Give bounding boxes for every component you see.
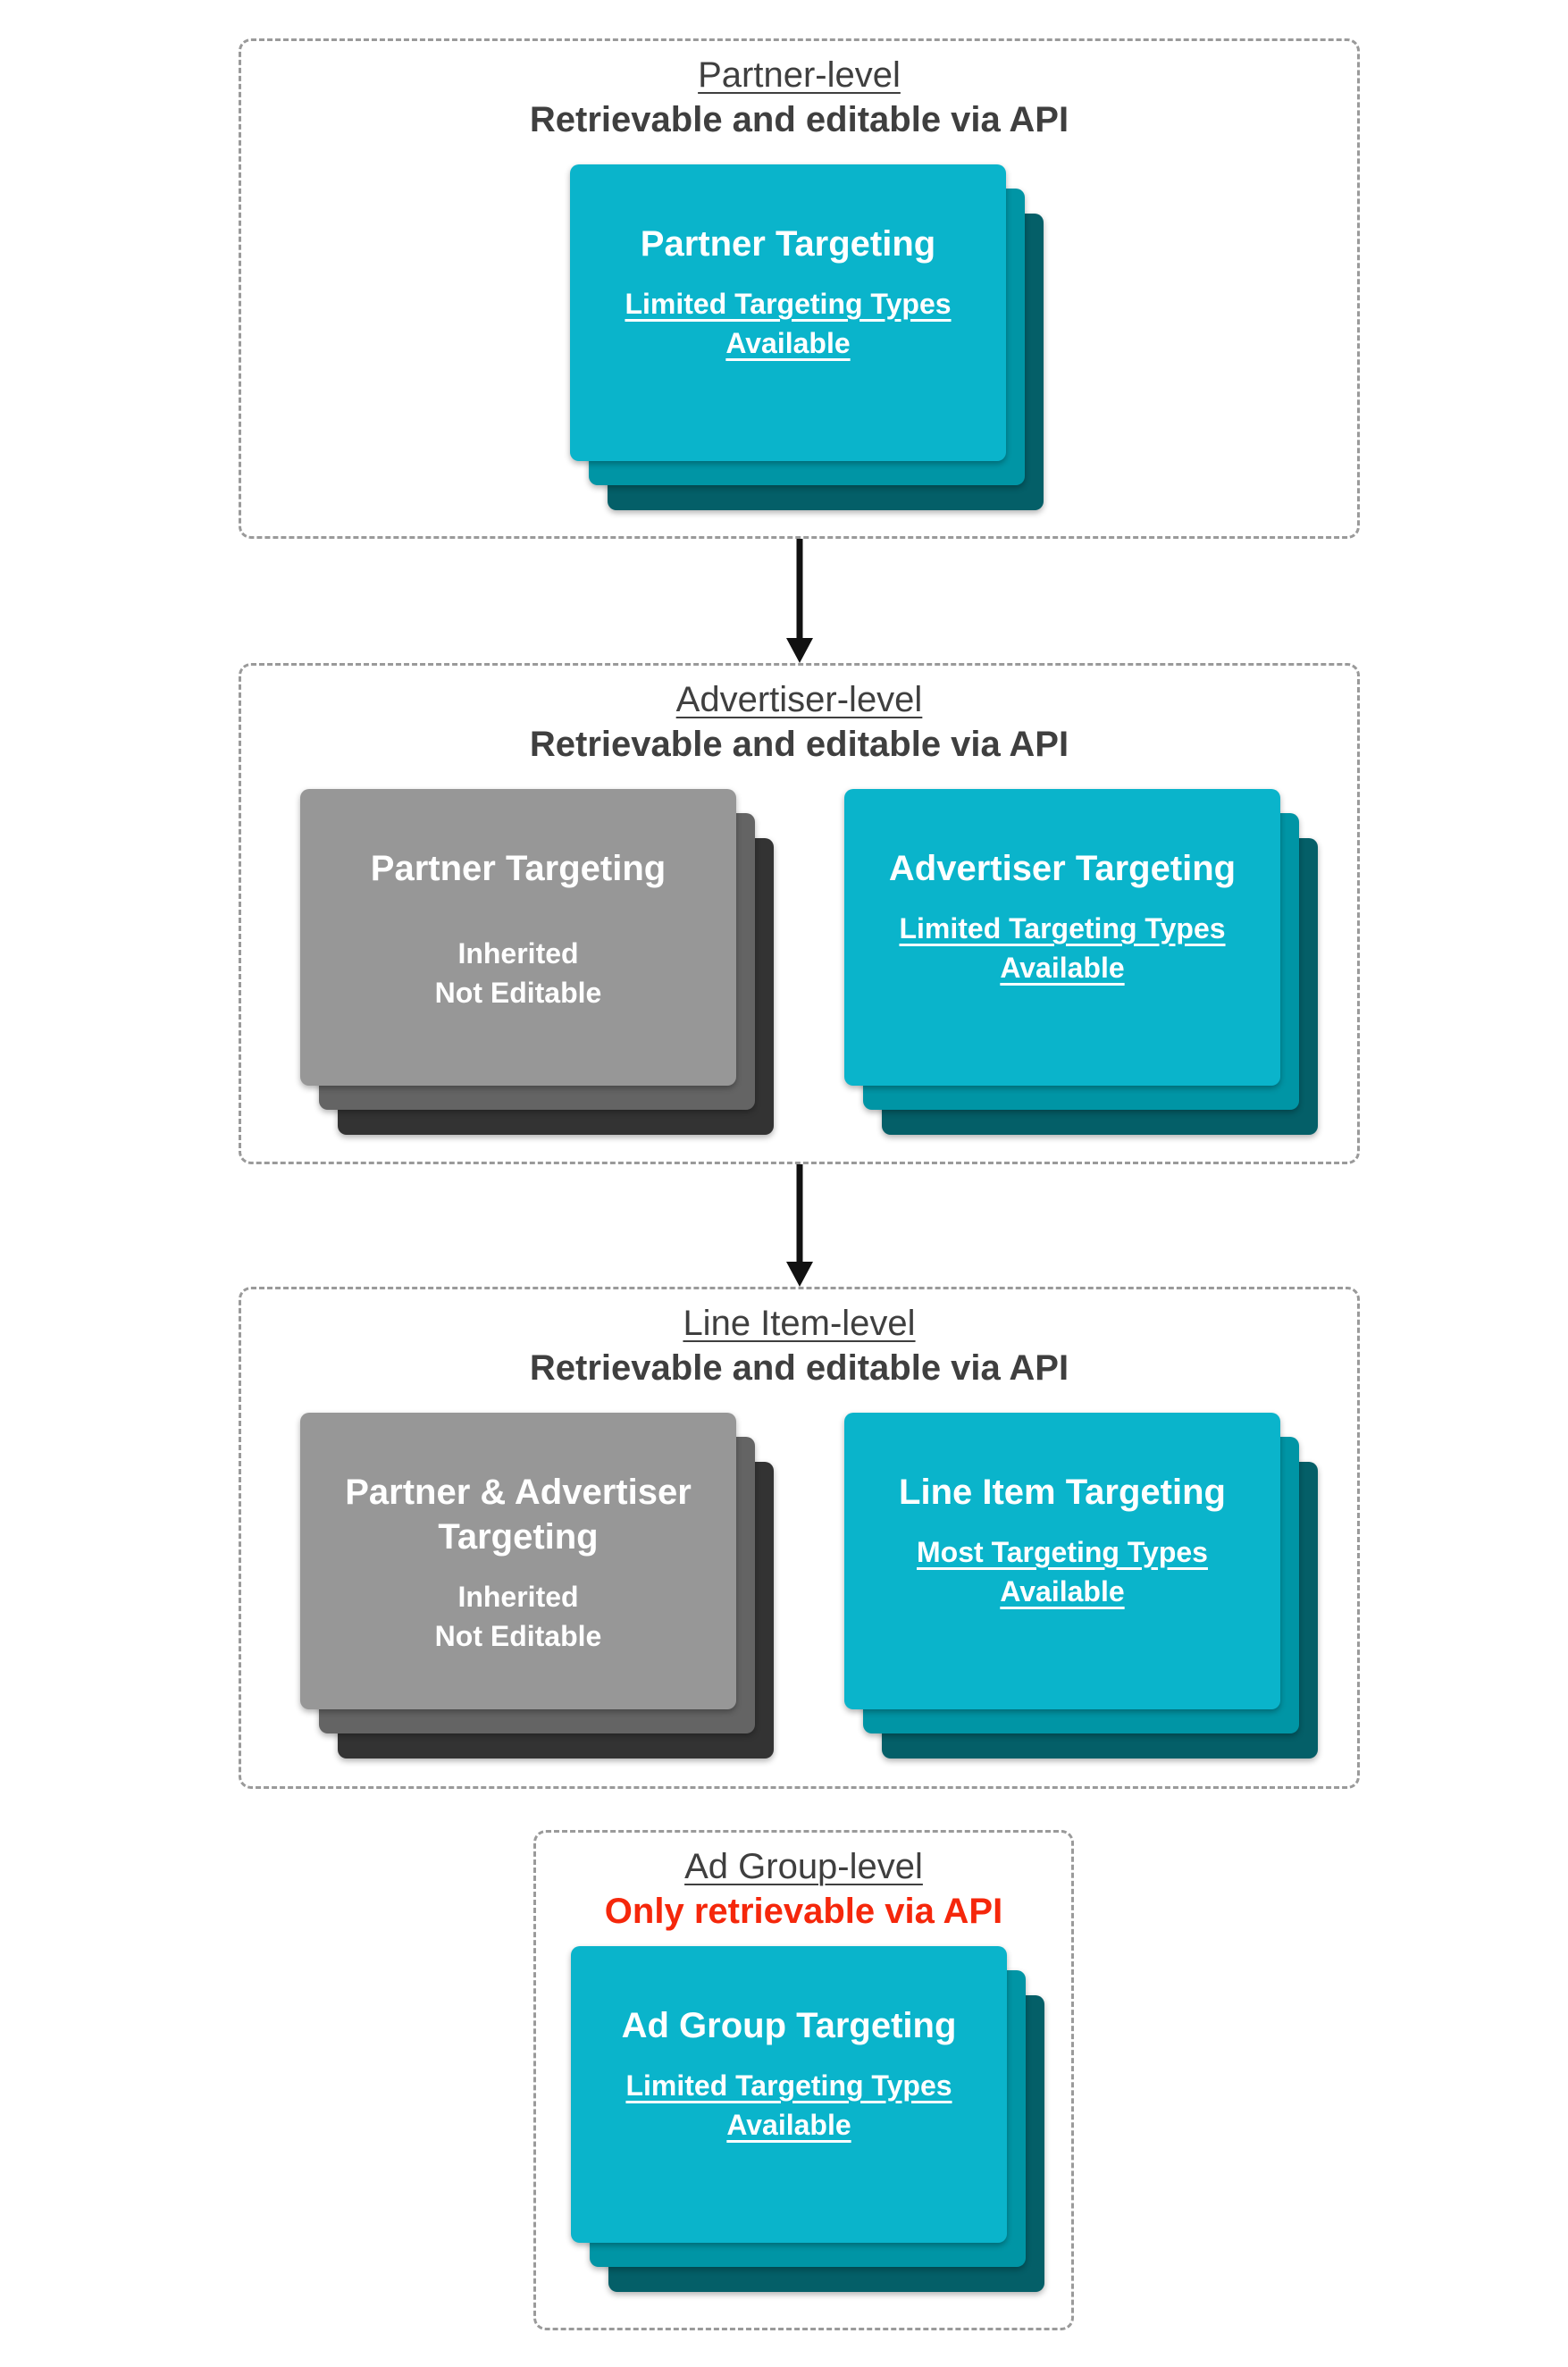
section-subtitle: Retrievable and editable via API <box>529 100 1069 139</box>
card-body: Limited Targeting Types Available <box>625 288 952 359</box>
card-line-item-targeting: Line Item Targeting Most Targeting Types… <box>844 1413 1280 1709</box>
card-stack-partner-targeting: Partner Targeting Limited Targeting Type… <box>570 164 1044 510</box>
card-title: Partner & Advertiser Targeting <box>345 1473 692 1557</box>
section-title: Advertiser-level <box>675 680 923 719</box>
section-advertiser-level: Advertiser-level Retrievable and editabl… <box>239 663 1360 1164</box>
card-stack-ad-group-targeting: Ad Group Targeting Limited Targeting Typ… <box>571 1946 1044 2292</box>
section-partner-level: Partner-level Retrievable and editable v… <box>239 38 1360 539</box>
card-stack-inherited-partner-targeting: Partner Targeting Inherited Not Editable <box>300 789 774 1135</box>
section-header: Line Item-level Retrievable and editable… <box>241 1289 1357 1390</box>
section-header: Ad Group-level Only retrievable via API <box>536 1833 1071 1934</box>
card-body: Inherited Not Editable <box>434 1581 602 1652</box>
card-title: Partner Targeting <box>640 224 936 264</box>
card-stack-line-item-targeting: Line Item Targeting Most Targeting Types… <box>844 1413 1318 1758</box>
card-title: Line Item Targeting <box>899 1473 1226 1512</box>
card-body: Inherited Not Editable <box>434 937 602 1009</box>
flow-arrow-down-icon <box>782 1164 818 1287</box>
arrow-shaft <box>796 539 803 640</box>
section-subtitle: Retrievable and editable via API <box>529 1348 1069 1388</box>
arrow-head <box>786 1262 813 1287</box>
card-body: Limited Targeting Types Available <box>625 2069 952 2141</box>
card-ad-group-targeting: Ad Group Targeting Limited Targeting Typ… <box>571 1946 1007 2243</box>
flow-arrow-down-icon <box>782 539 818 663</box>
section-title: Line Item-level <box>683 1304 916 1343</box>
card-partner-targeting: Partner Targeting Limited Targeting Type… <box>570 164 1006 461</box>
card-advertiser-targeting: Advertiser Targeting Limited Targeting T… <box>844 789 1280 1086</box>
section-line-item-level: Line Item-level Retrievable and editable… <box>239 1287 1360 1789</box>
card-title: Advertiser Targeting <box>888 849 1237 888</box>
arrow-head <box>786 638 813 663</box>
card-stack-advertiser-targeting: Advertiser Targeting Limited Targeting T… <box>844 789 1318 1135</box>
card-partner-advertiser-targeting-inherited: Partner & Advertiser Targeting Inherited… <box>300 1413 736 1709</box>
section-subtitle-warning: Only retrievable via API <box>604 1892 1003 1931</box>
section-title: Ad Group-level <box>684 1847 923 1886</box>
card-title: Partner Targeting <box>370 849 667 888</box>
section-ad-group-level: Ad Group-level Only retrievable via API … <box>533 1830 1074 2330</box>
card-stack-inherited-partner-advertiser-targeting: Partner & Advertiser Targeting Inherited… <box>300 1413 774 1758</box>
arrow-shaft <box>796 1164 803 1263</box>
section-subtitle: Retrievable and editable via API <box>529 725 1069 764</box>
section-header: Partner-level Retrievable and editable v… <box>241 41 1357 142</box>
section-title: Partner-level <box>698 55 901 95</box>
card-partner-targeting-inherited: Partner Targeting Inherited Not Editable <box>300 789 736 1086</box>
card-body: Most Targeting Types Available <box>917 1536 1208 1607</box>
section-header: Advertiser-level Retrievable and editabl… <box>241 666 1357 767</box>
card-body: Limited Targeting Types Available <box>899 912 1226 984</box>
card-title: Ad Group Targeting <box>621 2006 957 2045</box>
